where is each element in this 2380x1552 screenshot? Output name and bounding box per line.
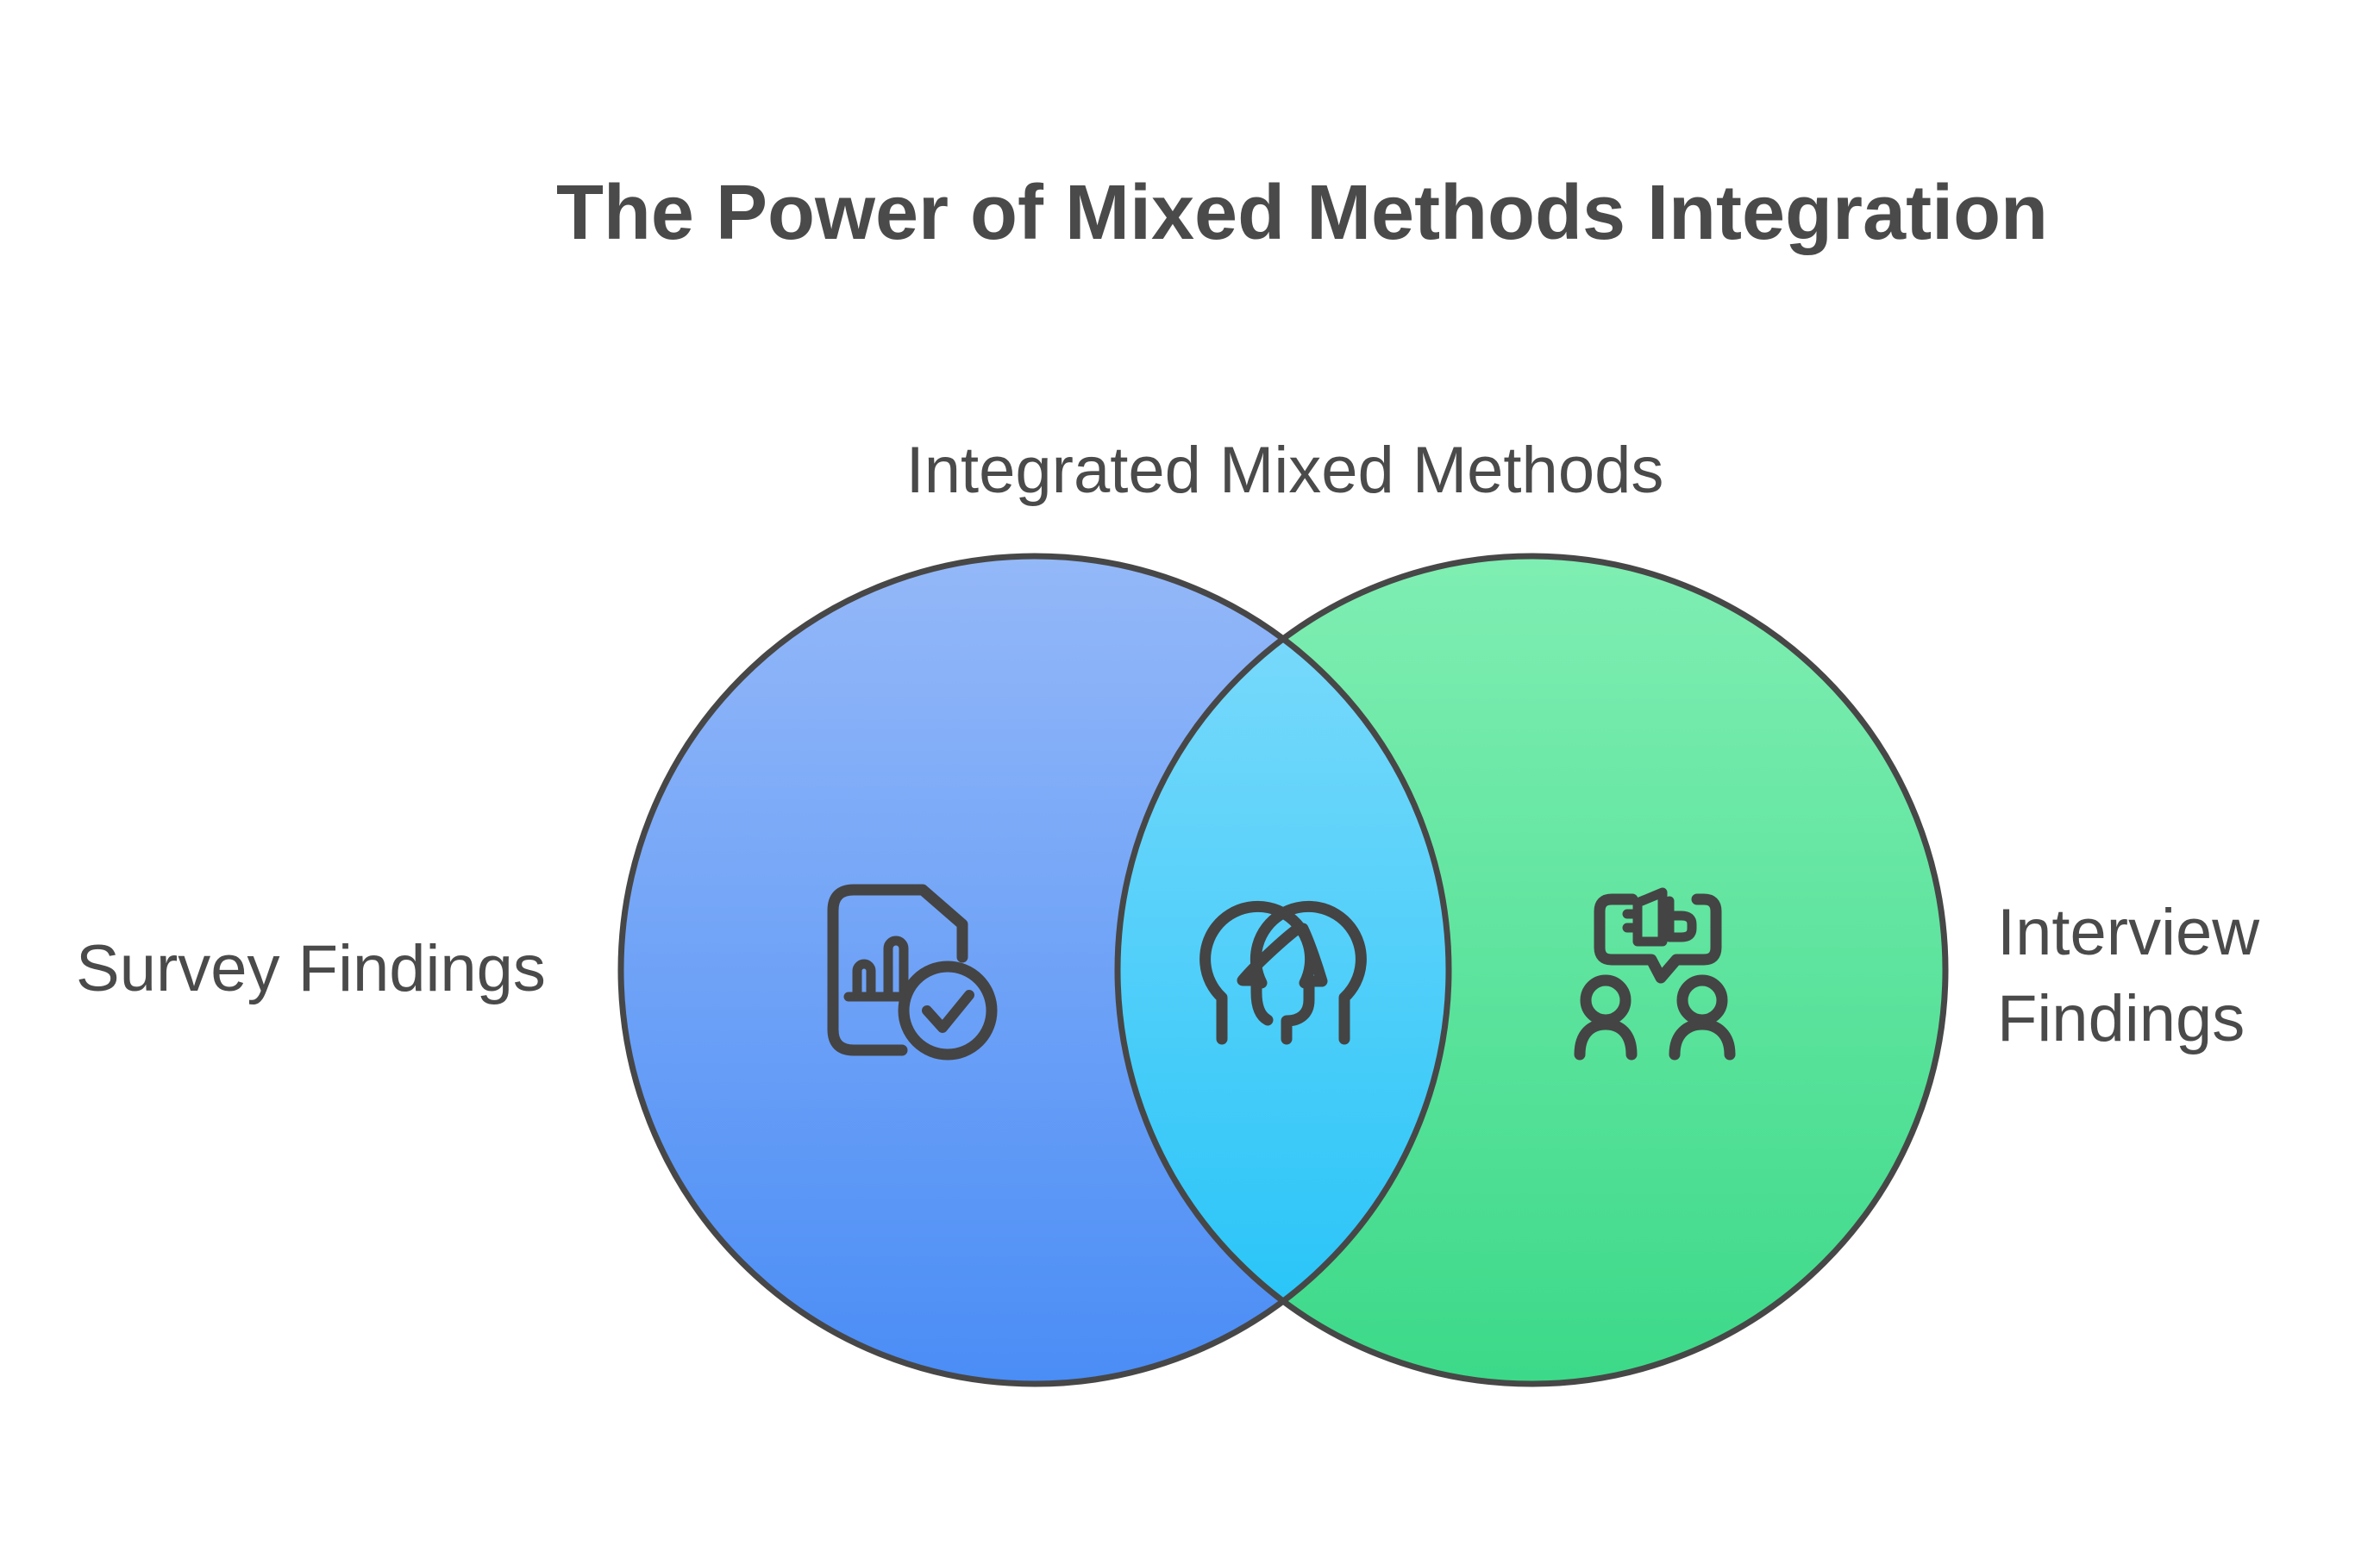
people-conversation-icon [1574, 887, 1736, 1061]
interview-circle-outline [1114, 553, 1949, 1387]
document-chart-check-icon [827, 884, 998, 1061]
page-title: The Power of Mixed Methods Integration [555, 170, 2049, 256]
survey-circle-outline [617, 553, 1452, 1387]
survey-findings-label: Survey Findings [76, 932, 546, 1005]
interview-findings-label: Interview Findings [1997, 896, 2260, 1055]
intersection-label: Integrated Mixed Methods [905, 434, 1664, 507]
intersection-region [1117, 639, 1450, 1301]
overlapping-heads-icon [1199, 900, 1367, 1045]
